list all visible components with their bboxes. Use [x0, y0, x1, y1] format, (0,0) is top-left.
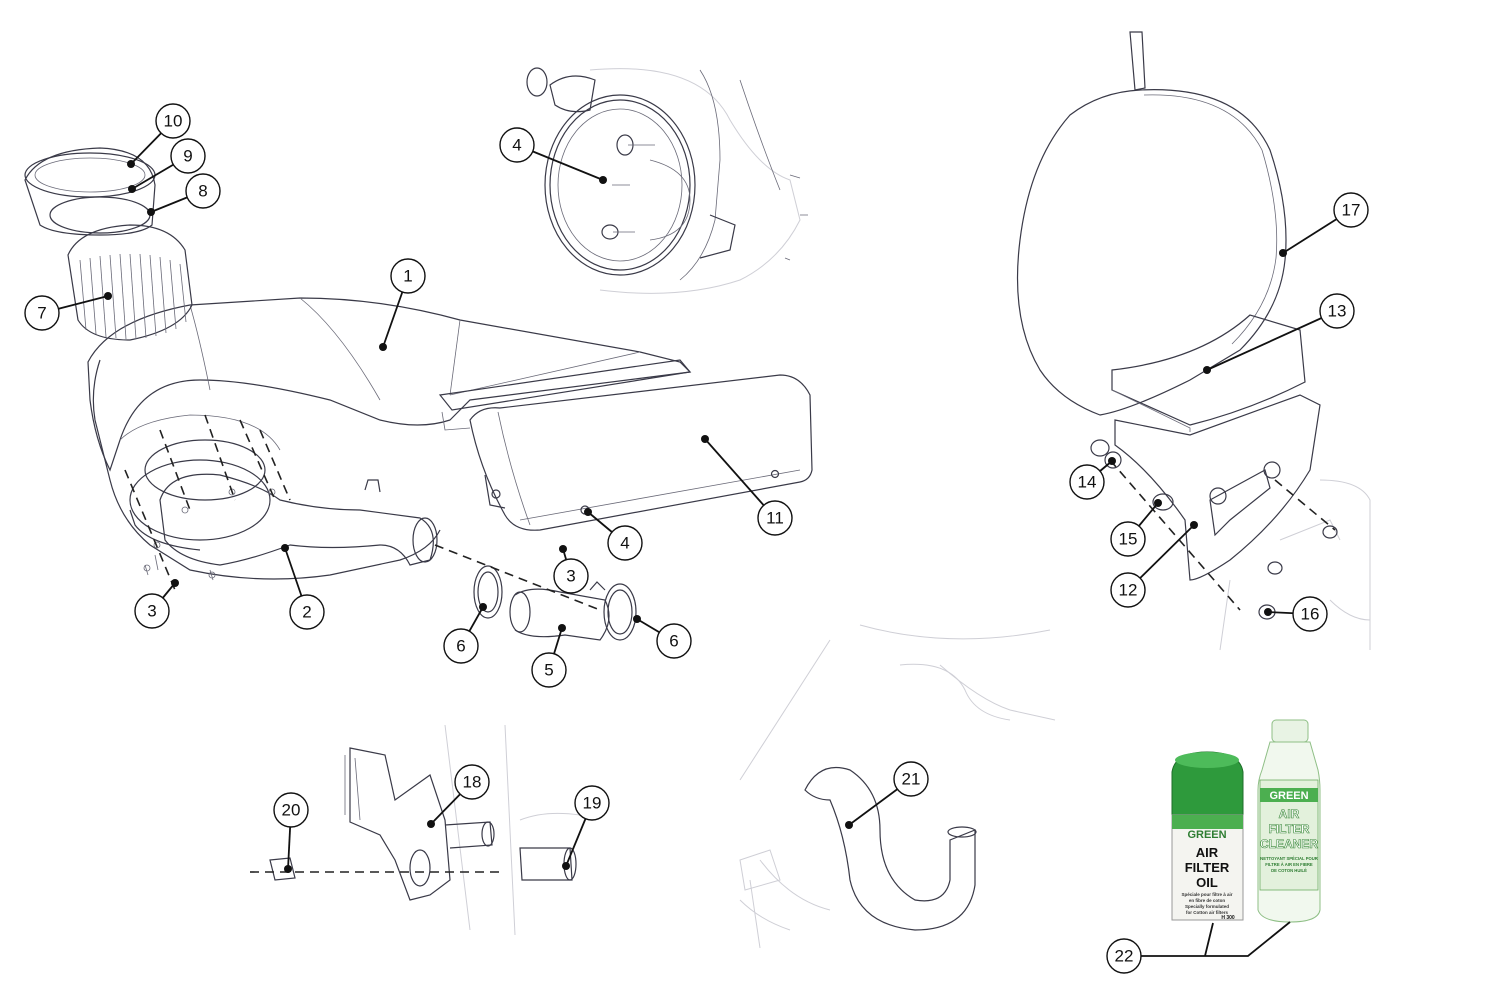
leader-lines [41, 120, 1352, 957]
oil-fine-2: en fibre de coton [1189, 898, 1226, 903]
callout-3-center: 3 [553, 558, 589, 594]
callout-5: 5 [531, 652, 567, 688]
callout-19: 19 [574, 785, 610, 821]
cleaner-label-line2: FILTER [1268, 822, 1309, 836]
callout-label: 19 [583, 794, 602, 813]
callout-label: 3 [147, 602, 156, 621]
callout-label: 1 [403, 267, 412, 286]
oil-label-line2: FILTER [1185, 860, 1230, 875]
callout-2: 2 [289, 594, 325, 630]
intake-assembly-drawing [24, 147, 813, 641]
callout-11: 11 [757, 500, 793, 536]
callout-label: 7 [37, 304, 46, 323]
callout-12: 12 [1110, 572, 1146, 608]
callout-label: 10 [164, 112, 183, 131]
callout-label: 18 [463, 773, 482, 792]
callout-label: 16 [1301, 605, 1320, 624]
callout-16: 16 [1292, 596, 1328, 632]
airbox-inlet-drawing [526, 67, 808, 294]
callout-label: 13 [1328, 302, 1347, 321]
callout-14: 14 [1069, 464, 1105, 500]
callout-label: 2 [302, 603, 311, 622]
callout-20: 20 [273, 792, 309, 828]
callout-15: 15 [1110, 521, 1146, 557]
callout-label: 12 [1119, 581, 1138, 600]
callout-label: 17 [1342, 201, 1361, 220]
oil-label-line1: AIR [1196, 845, 1219, 860]
callout-21: 21 [893, 761, 929, 797]
callout-7: 7 [24, 295, 60, 331]
callout-label: 3 [566, 567, 575, 586]
oil-label-line3: OIL [1196, 875, 1218, 890]
filter-care-products: GREEN AIR FILTER OIL Spéciale pour filtr… [1171, 719, 1321, 923]
leader-dots [104, 160, 1287, 873]
callout-9: 9 [170, 138, 206, 174]
callout-label: 22 [1115, 947, 1134, 966]
filter-sock-drawing [1016, 31, 1371, 651]
air-filter-cleaner-bottle: GREEN AIR FILTER CLEANER NETTOYANT SPÉCI… [1257, 719, 1321, 923]
callout-10: 10 [155, 103, 191, 139]
callout-4-housing: 4 [607, 525, 643, 561]
cleaner-brand: GREEN [1269, 790, 1308, 802]
callout-label: 6 [456, 637, 465, 656]
cleaner-label-line1: AIR [1279, 807, 1300, 821]
breather-hose-drawing [739, 624, 1056, 949]
callout-4-top: 4 [499, 127, 535, 163]
callout-label: 4 [620, 534, 629, 553]
callout-label: 8 [198, 182, 207, 201]
callout-label: 5 [544, 661, 553, 680]
callout-label: 21 [902, 770, 921, 789]
callout-label: 6 [669, 632, 678, 651]
oil-code: H 300 [1221, 915, 1235, 921]
callout-label: 20 [282, 801, 301, 820]
callout-1: 1 [390, 258, 426, 294]
cleaner-label-line3: CLEANER [1260, 837, 1318, 851]
callout-17: 17 [1333, 192, 1369, 228]
callout-6-right: 6 [656, 623, 692, 659]
oil-brand: GREEN [1187, 829, 1226, 841]
callout-label: 11 [766, 509, 784, 528]
callout-label: 9 [183, 147, 192, 166]
oil-fine-1: Spéciale pour filtre à air [1181, 892, 1232, 897]
callout-6-left: 6 [443, 628, 479, 664]
air-filter-oil-can: GREEN AIR FILTER OIL Spéciale pour filtr… [1171, 751, 1244, 921]
oil-fine-3: Specially formulated [1185, 904, 1229, 909]
callout-22: 22 [1106, 938, 1142, 974]
oil-fine-4: for Cotton air filters [1186, 910, 1228, 915]
callout-label: 4 [512, 136, 521, 155]
callout-label: 14 [1078, 473, 1097, 492]
callout-3-left: 3 [134, 593, 170, 629]
callout-8: 8 [185, 173, 221, 209]
cleaner-fine-2: FILTRE À AIR EN FIBRE [1265, 862, 1313, 867]
cleaner-fine-1: NETTOYANT SPÉCIAL POUR [1260, 856, 1318, 861]
callout-label: 15 [1119, 530, 1138, 549]
callout-13: 13 [1319, 293, 1355, 329]
sensor-drawing [250, 724, 581, 936]
cleaner-fine-3: DE COTON HUILÉ [1271, 868, 1307, 873]
callout-18: 18 [454, 764, 490, 800]
